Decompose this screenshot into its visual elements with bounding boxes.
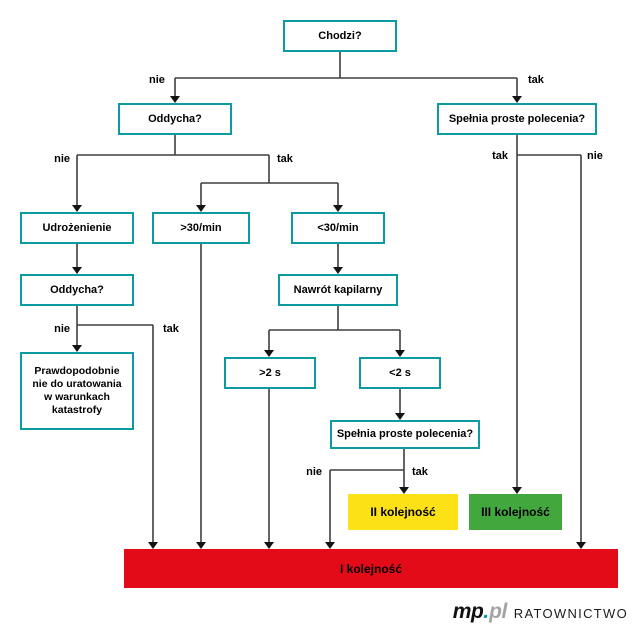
node-label: >30/min [180,221,222,234]
node-nawrot-kapilarny: Nawrót kapilarny [278,274,398,306]
arrow-head [196,542,206,549]
node-label: Spełnia proste polecenia? [448,112,586,125]
node-label: Oddycha? [50,283,104,296]
edge-label-nie: nie [587,150,603,162]
priority-2-box: II kolejność [348,494,458,530]
connector [268,389,401,543]
connector [329,449,405,543]
arrow-head [576,542,586,549]
node-udroznienie: Udrożenienie [20,212,134,244]
priority-label: I kolejność [339,561,403,576]
arrow-head [512,96,522,103]
edge-label-tak: tak [528,74,544,86]
logo-dot: . [483,600,490,623]
connector [516,135,582,543]
node-spelnia-polecenia-right: Spełnia proste polecenia? [437,103,597,135]
node-spelnia-polecenia-mid: Spełnia proste polecenia? [330,420,480,449]
node-label-line: w warunkach [44,391,110,403]
logo-pl-text: pl [489,600,507,623]
node-label: <30/min [317,221,359,234]
arrow-head [196,205,206,212]
arrow-head [399,487,409,494]
arrow-head [72,345,82,352]
node-chodzi: Chodzi? [283,20,397,52]
edge-label-nie: nie [54,153,70,165]
node-label-line: nie do uratowania [32,378,122,390]
node-lt30min: <30/min [291,212,385,244]
arrow-head [512,487,522,494]
arrow-head [333,267,343,274]
arrow-head [72,205,82,212]
priority-label: III kolejność [481,505,550,519]
edge-label-nie: nie [149,74,165,86]
arrow-head [148,542,158,549]
node-oddycha-top: Oddycha? [118,103,232,135]
arrow-head [395,413,405,420]
logo-mp-text: mp [452,600,484,623]
node-nie-do-uratowania: Prawdopodobnie nie do uratowania w warun… [20,352,134,430]
priority-1-box: I kolejność [124,549,618,588]
connector [174,52,518,97]
connector [268,244,401,351]
node-label-line: katastrofy [51,404,103,416]
node-label-line: Prawdopodobnie [34,365,120,377]
node-label: Spełnia proste polecenia? [336,428,474,440]
connector [76,244,154,543]
node-gt30min: >30/min [152,212,250,244]
mp-pl-ratownictwo-logo: mp . pl RATOWNICTWO [453,600,628,624]
edge-label-tak: tak [492,150,508,162]
edge-label-tak: tak [412,466,428,478]
priority-label: II kolejność [370,505,436,519]
connector [76,135,339,206]
node-gt2s: >2 s [224,357,316,389]
edge-label-tak: tak [163,323,179,335]
arrow-head [325,542,335,549]
arrow-head [264,350,274,357]
arrow-head [170,96,180,103]
node-label: Chodzi? [318,29,362,42]
logo-brand-text: RATOWNICTWO [513,606,628,621]
node-label: <2 s [389,366,411,379]
arrow-head [72,267,82,274]
node-label: Udrożenienie [42,221,112,234]
edge-label-nie: nie [306,466,322,478]
node-label: Nawrót kapilarny [293,283,383,296]
edge-label-tak: tak [277,153,293,165]
node-oddycha-left: Oddycha? [20,274,134,306]
node-label: >2 s [259,366,281,379]
edge-label-nie: nie [54,323,70,335]
node-lt2s: <2 s [359,357,441,389]
node-label: Oddycha? [148,112,202,125]
arrow-head [395,350,405,357]
arrow-head [333,205,343,212]
priority-3-box: III kolejność [469,494,562,530]
arrow-head [264,542,274,549]
